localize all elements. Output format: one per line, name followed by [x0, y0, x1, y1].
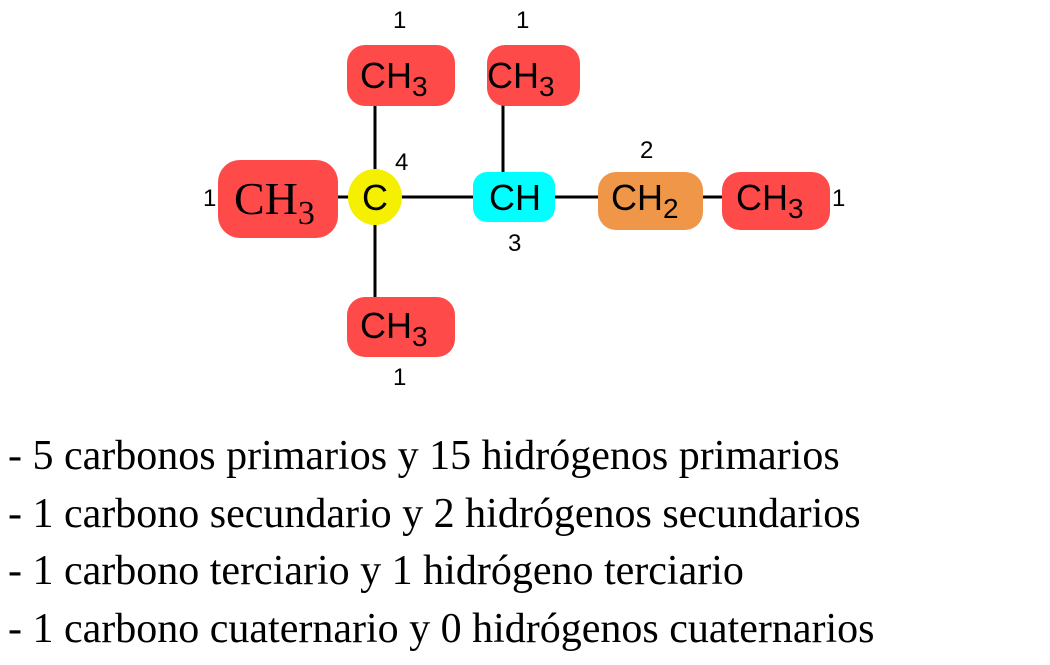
- ch3-bottom-label: CH3: [360, 305, 428, 352]
- summary-primary: - 5 carbonos primarios y 15 hidrógenos p…: [8, 433, 840, 479]
- ch3-top-right-label: CH3: [487, 55, 555, 102]
- c-quaternary-circle: [348, 169, 402, 225]
- ch3-top-left-label: CH3: [360, 55, 428, 102]
- ch3-top-left-box: [347, 45, 455, 106]
- number-top-right: 1: [516, 7, 529, 34]
- number-right: 1: [832, 185, 845, 212]
- number-tertiary: 3: [508, 230, 521, 257]
- ch2-secondary-box: [598, 172, 703, 230]
- ch3-bottom-box: [347, 297, 455, 357]
- ch3-left-label: CH3: [234, 173, 315, 232]
- ch3-left-box: [218, 160, 338, 238]
- ch-tertiary-box: [473, 172, 555, 222]
- ch-tertiary-label: CH: [489, 177, 541, 218]
- ch3-right-box: [722, 172, 830, 230]
- number-left: 1: [203, 185, 216, 212]
- summary-tertiary: - 1 carbono terciario y 1 hidrógeno terc…: [8, 548, 744, 594]
- number-secondary: 2: [640, 137, 653, 164]
- molecule-diagram: CH3 CH3 CH3 CH3 CH3 C CH CH2 1 1 1 1 1 4…: [203, 7, 845, 391]
- summary-quaternary: - 1 carbono cuaternario y 0 hidrógenos c…: [8, 605, 875, 652]
- number-top-left: 1: [393, 7, 406, 34]
- summary-secondary: - 1 carbono secundario y 2 hidrógenos se…: [8, 490, 861, 537]
- ch2-secondary-label: CH2: [611, 177, 679, 224]
- number-quaternary: 4: [395, 149, 408, 176]
- ch3-top-right-box: [487, 45, 580, 106]
- number-bottom: 1: [393, 364, 406, 391]
- ch3-right-label: CH3: [736, 177, 804, 224]
- summary-list: - 5 carbonos primarios y 15 hidrógenos p…: [8, 428, 875, 658]
- c-quaternary-label: C: [362, 177, 388, 218]
